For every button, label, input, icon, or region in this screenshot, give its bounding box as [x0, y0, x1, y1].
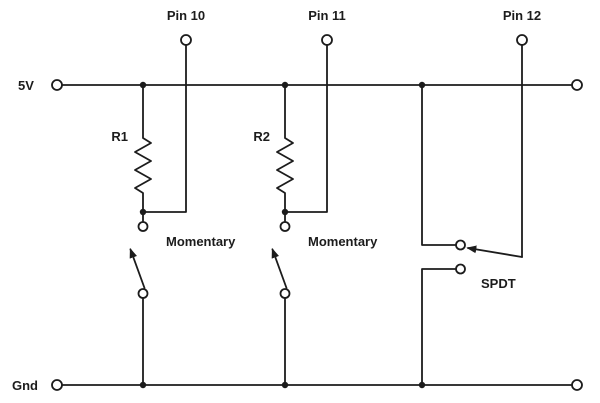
switch2-actuator-arm [271, 247, 288, 289]
label-5v-rail: 5V [18, 78, 34, 93]
spdt-upper-contact [455, 239, 466, 251]
switch1-actuator-arm [129, 247, 146, 289]
label-resistor-r1: R1 [111, 129, 128, 144]
5v-left-terminal [51, 79, 63, 91]
label-gnd-rail: Gnd [12, 378, 38, 393]
junction-dot-r1-pin10 [139, 208, 147, 216]
gnd-right-terminal [571, 379, 583, 391]
label-spdt: SPDT [481, 276, 516, 291]
spdt-actuator-arm [466, 245, 523, 258]
resistor-r1-symbol [134, 84, 152, 213]
switch2-top-contact [279, 221, 291, 232]
spdt-upper-throw-wire [421, 84, 457, 246]
label-momentary-2: Momentary [308, 234, 378, 249]
junction-dot-spdt-gnd [418, 381, 426, 389]
switch2-bottom-contact [279, 288, 291, 299]
pin12-terminal [516, 34, 528, 46]
momentary-switch-1 [129, 211, 149, 386]
label-resistor-r2: R2 [253, 129, 270, 144]
pin10-wire [142, 44, 187, 213]
junction-dot-sw2-gnd [281, 381, 289, 389]
gnd-left-terminal [51, 379, 63, 391]
junction-dot-spdt-5v [418, 81, 426, 89]
label-pin10: Pin 10 [167, 8, 205, 23]
spdt-lower-throw-wire [421, 268, 457, 386]
junction-dot-r2-pin11 [281, 208, 289, 216]
resistor-r2-symbol [276, 84, 294, 213]
5v-right-terminal [571, 79, 583, 91]
pin11-terminal [321, 34, 333, 46]
switch1-bottom-contact [137, 288, 149, 299]
label-momentary-1: Momentary [166, 234, 236, 249]
spdt-lower-contact [455, 263, 466, 275]
junction-dot-r1-5v [139, 81, 147, 89]
label-pin12: Pin 12 [503, 8, 541, 23]
switch1-top-contact [137, 221, 149, 232]
junction-dot-sw1-gnd [139, 381, 147, 389]
momentary-switch-2 [271, 211, 291, 386]
wiring [51, 34, 583, 391]
pin10-terminal [180, 34, 192, 46]
spdt-switch [421, 84, 523, 386]
junction-dot-r2-5v [281, 81, 289, 89]
label-pin11: Pin 11 [308, 8, 346, 23]
pin11-wire [284, 44, 328, 213]
